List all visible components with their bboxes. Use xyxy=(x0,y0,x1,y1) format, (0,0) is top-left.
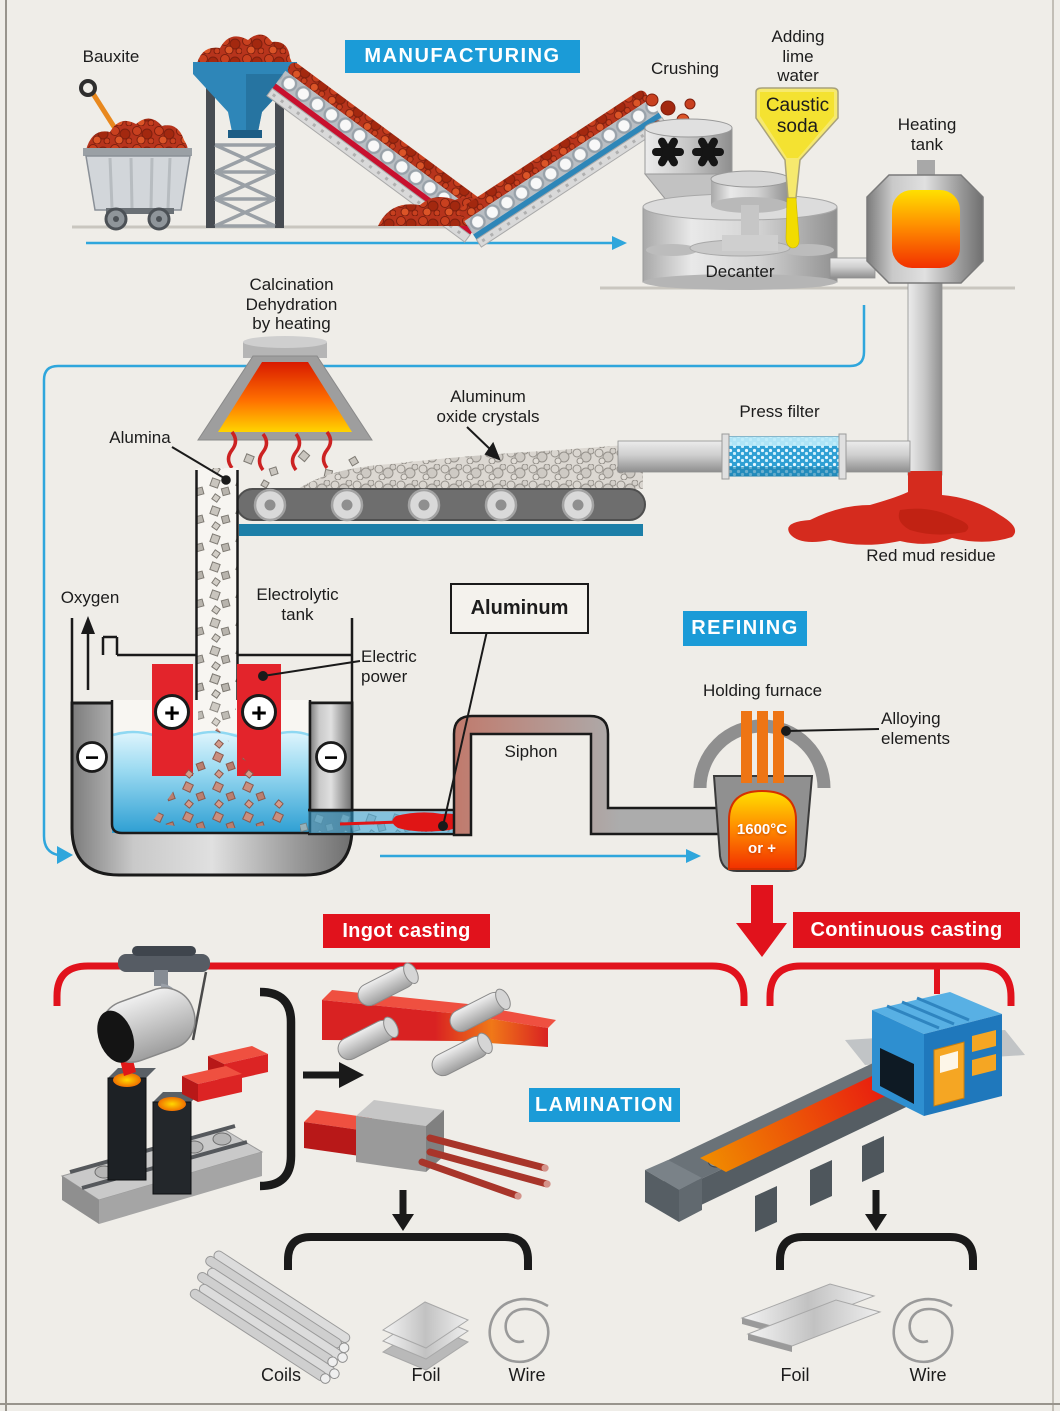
molten-aluminum xyxy=(392,812,459,832)
hopper-tower xyxy=(193,34,297,228)
casting-ladle xyxy=(97,946,210,1076)
lamination-arrow-icon xyxy=(303,1062,364,1088)
wire-icon-right xyxy=(892,1297,954,1364)
red-down-arrow-icon xyxy=(736,885,787,957)
bauxite-label: Bauxite xyxy=(82,47,140,66)
hot-strip xyxy=(700,1076,898,1172)
continuous-casting-badge: Continuous casting xyxy=(793,912,1020,948)
wire-label-right: Wire xyxy=(909,1365,947,1385)
cathode-symbol: − xyxy=(324,745,338,772)
calcination-label: Calcination Dehydration by heating xyxy=(245,275,338,333)
crushing-label: Crushing xyxy=(650,59,720,78)
conveyor-belt-2 xyxy=(459,90,668,248)
foil-icon-left xyxy=(381,1301,470,1371)
anode-symbol: + xyxy=(164,698,180,728)
anode-plus-icon xyxy=(241,694,277,730)
furnace-temperature: 1600°C or + xyxy=(736,821,788,857)
foil-icon-right xyxy=(740,1283,882,1352)
page-border-bottom xyxy=(0,1403,1060,1405)
oxygen-arrow-icon xyxy=(81,616,95,690)
page-border-left xyxy=(5,0,7,1411)
aluminum-callout-box: Aluminum xyxy=(450,583,589,634)
anode-plus-icon xyxy=(154,694,190,730)
oxide-conveyor xyxy=(236,444,646,536)
flow-line-feedback xyxy=(42,305,866,857)
bauxite-pile xyxy=(378,196,487,226)
cathode-minus-icon xyxy=(315,741,347,773)
electrolytic-tank: + + − − xyxy=(70,616,460,877)
crusher-gear-icon xyxy=(652,137,724,167)
coils-icon xyxy=(189,1250,351,1384)
heating-tank xyxy=(829,160,984,476)
loose-crystals xyxy=(243,449,360,489)
wire-label-left: Wire xyxy=(508,1365,546,1385)
alloying-bars-icon xyxy=(741,711,784,783)
caustic-soda-funnel xyxy=(755,87,839,249)
oxygen-label: Oxygen xyxy=(60,588,120,607)
aluminum-oxide-crystals-label: Aluminum oxide crystals xyxy=(436,387,540,426)
cathode-minus-icon xyxy=(76,741,108,773)
coils-label: Coils xyxy=(260,1365,301,1385)
flow-lines xyxy=(42,241,866,858)
lamination-badge: LAMINATION xyxy=(529,1088,680,1122)
calcination-hood xyxy=(197,336,373,472)
ingot-mold-station xyxy=(60,1068,264,1224)
continuous-casting-machine xyxy=(645,992,1025,1232)
heating-tank-label: Heating tank xyxy=(897,115,957,154)
siphon-pipe xyxy=(452,714,727,837)
refining-badge: REFINING xyxy=(683,611,807,646)
foil-label-right: Foil xyxy=(780,1365,810,1385)
conveyor-belt-1 xyxy=(266,62,489,243)
red-mud-residue-label: Red mud residue xyxy=(866,546,996,565)
decanter-label: Decanter xyxy=(705,262,775,281)
casting-brackets xyxy=(53,962,1015,1006)
shovel-icon xyxy=(79,79,97,97)
product-arrows xyxy=(392,1190,887,1231)
keypad-icon xyxy=(972,1030,996,1052)
alumina-label: Alumina xyxy=(109,428,171,447)
rolling-mill xyxy=(322,962,556,1077)
ingot-casting-badge: Ingot casting xyxy=(323,914,490,948)
siphon-label: Siphon xyxy=(504,742,558,761)
manufacturing-badge: MANUFACTURING xyxy=(345,40,580,73)
control-panel-icon xyxy=(933,1041,965,1107)
adding-lime-water-label: Adding lime water xyxy=(771,27,825,85)
mill-roller-icon xyxy=(337,962,511,1077)
page-border-right xyxy=(1052,0,1054,1411)
press-filter-label: Press filter xyxy=(739,402,820,421)
foil-label-left: Foil xyxy=(411,1365,441,1385)
press-filter xyxy=(617,433,911,480)
keypad-icon xyxy=(972,1054,996,1076)
red-mud xyxy=(788,471,1016,545)
electric-power-label: Electric power xyxy=(361,647,417,686)
pointer-lines xyxy=(171,426,880,831)
holding-furnace xyxy=(693,711,831,872)
extrusion-press xyxy=(304,1100,551,1200)
product-brackets xyxy=(284,1233,977,1270)
wire-icon-left xyxy=(488,1297,550,1364)
holding-furnace-label: Holding furnace xyxy=(702,681,823,700)
decanter xyxy=(642,170,838,290)
mine-cart xyxy=(79,79,192,231)
anode-symbol: + xyxy=(251,698,267,728)
alloying-elements-label: Alloying elements xyxy=(881,709,950,748)
conveyor-roller-icon xyxy=(253,488,595,522)
caustic-soda-label: Caustic soda xyxy=(765,95,830,137)
ingots xyxy=(182,1046,268,1102)
flame-icon xyxy=(226,430,333,472)
electrolytic-tank-label: Electrolytic tank xyxy=(256,585,339,624)
flow-arrowheads xyxy=(57,236,701,864)
cathode-symbol: − xyxy=(85,745,99,772)
ingot-bracket xyxy=(259,987,296,1191)
red-mud-shadow xyxy=(898,508,969,535)
